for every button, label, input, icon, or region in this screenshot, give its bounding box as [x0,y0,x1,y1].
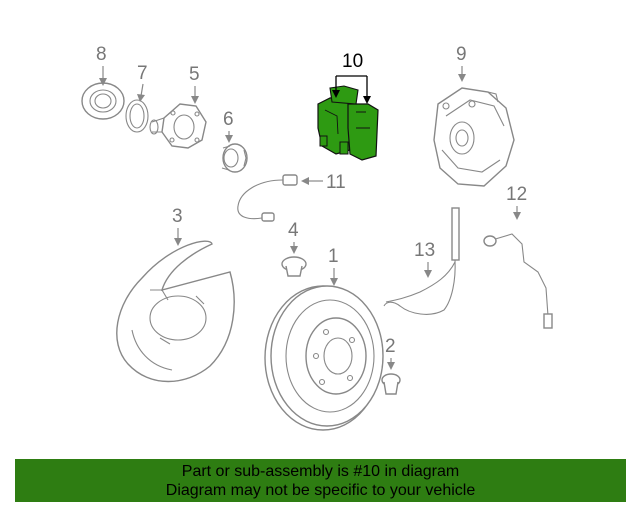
label-7[interactable]: 7 [137,63,148,102]
part-4-bolt[interactable] [281,256,307,277]
svg-text:9: 9 [456,44,467,65]
label-1[interactable]: 1 [328,246,339,286]
label-12[interactable]: 12 [506,184,527,220]
label-8[interactable]: 8 [96,44,107,86]
notice-line-1: Part or sub-assembly is #10 in diagram [181,463,460,480]
label-6[interactable]: 6 [223,109,234,143]
svg-text:2: 2 [385,336,396,357]
part-12-brake-hose[interactable] [483,233,553,329]
part-1-brake-rotor[interactable] [264,285,384,431]
notice-banner: Part or sub-assembly is #10 in diagram D… [15,459,626,502]
part-6-axle-nut[interactable] [221,143,248,173]
label-2[interactable]: 2 [385,336,396,370]
label-3[interactable]: 3 [172,206,183,246]
svg-text:13: 13 [414,240,435,261]
part-9-brake-caliper[interactable] [433,87,515,187]
label-11[interactable]: 11 [301,172,346,193]
svg-text:1: 1 [328,246,339,267]
part-8-wheel-bearing[interactable] [81,82,125,120]
label-5[interactable]: 5 [189,64,200,104]
svg-text:8: 8 [96,44,107,65]
part-3-backing-plate[interactable] [116,240,235,383]
svg-text:6: 6 [223,109,234,130]
notice-line-2: Diagram may not be specific to your vehi… [165,482,476,499]
part-7-snap-ring[interactable] [125,99,149,133]
label-13[interactable]: 13 [414,240,435,278]
part-13-abs-sensor[interactable] [383,207,460,315]
svg-text:10: 10 [342,51,363,72]
part-11-wear-sensor[interactable] [237,174,298,222]
label-4[interactable]: 4 [288,220,299,254]
label-10[interactable]: 10 [332,51,371,104]
part-2-bolt[interactable] [381,373,401,395]
svg-text:5: 5 [189,64,200,85]
part-5-wheel-hub[interactable] [149,103,207,149]
svg-text:4: 4 [288,220,299,241]
svg-text:11: 11 [326,172,346,193]
svg-text:3: 3 [172,206,183,227]
label-9[interactable]: 9 [456,44,467,82]
svg-text:7: 7 [137,63,148,84]
svg-text:12: 12 [506,184,527,205]
